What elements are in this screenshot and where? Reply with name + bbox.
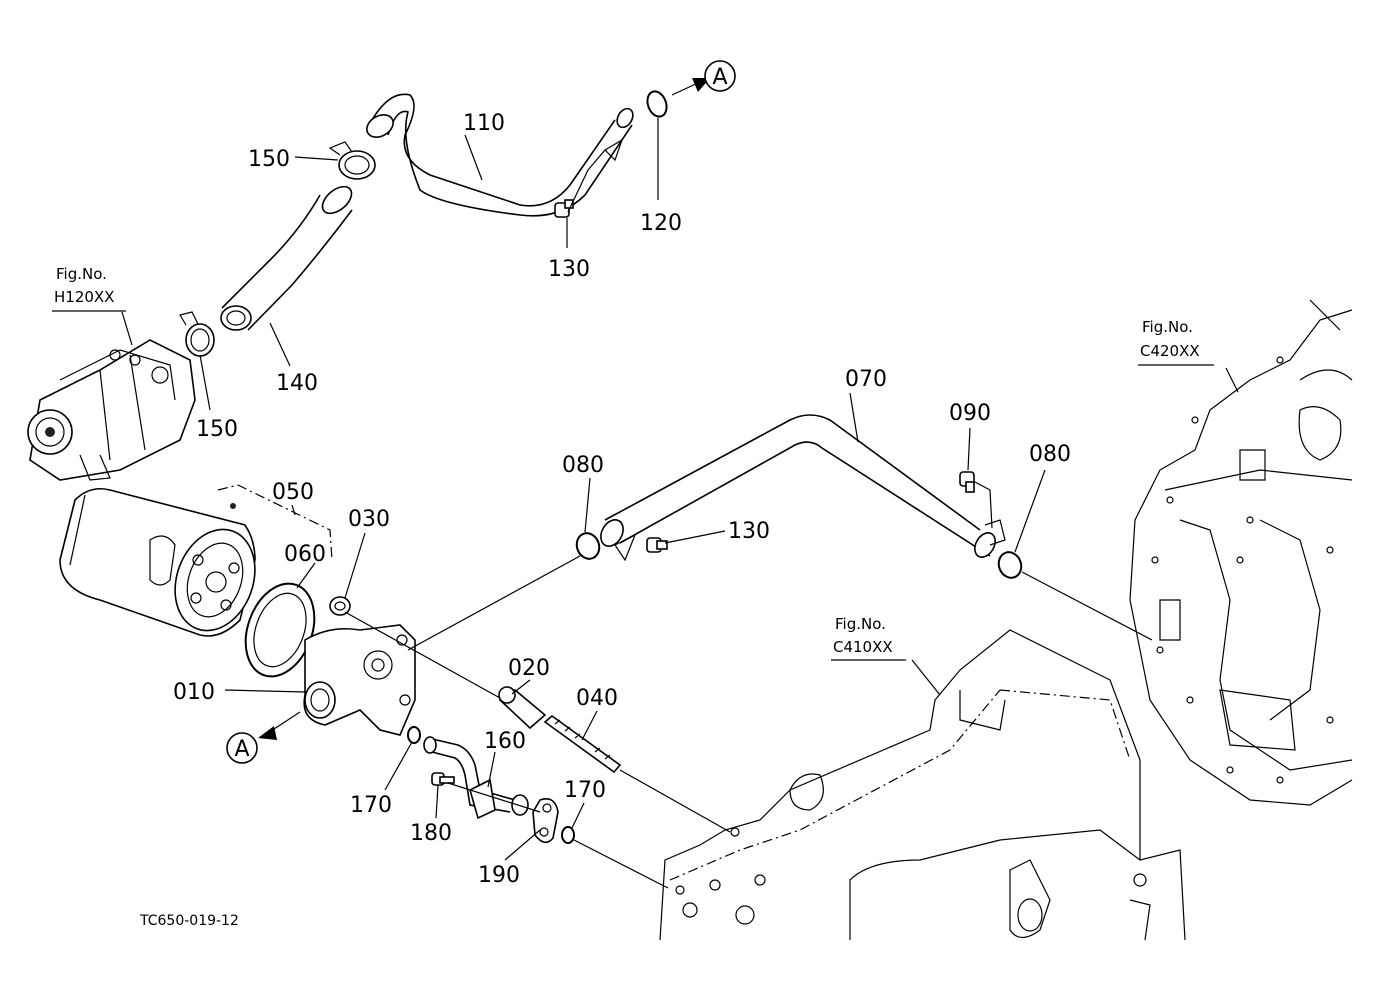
part-label-080-right: 080 [1029, 442, 1071, 467]
circle-marker-a-bottom-text: A [234, 737, 249, 762]
bolt-090 [959, 471, 975, 493]
filter-head-010-illustration [303, 624, 416, 736]
part-label-010: 010 [173, 680, 215, 705]
pipe-070-illustration [600, 414, 1006, 562]
part-label-160: 160 [484, 729, 526, 754]
pipe-160-illustration [423, 736, 529, 820]
circle-marker-a-bottom: A [226, 732, 258, 764]
part-label-130-upper: 130 [548, 257, 590, 282]
part-label-050: 050 [272, 480, 314, 505]
part-label-110: 110 [463, 111, 505, 136]
part-label-140: 140 [276, 371, 318, 396]
bolt-130-lower [646, 537, 668, 553]
fig-ref-c410-label: Fig.No. [835, 615, 886, 633]
o-ring-080-right [997, 551, 1023, 579]
hydraulic-pump-illustration [27, 339, 196, 481]
part-label-020: 020 [508, 656, 550, 681]
part-label-190: 190 [478, 863, 520, 888]
drawing-code: TC650-019-12 [139, 913, 239, 929]
collar-020 [498, 686, 547, 730]
oil-filter-050-illustration [59, 487, 256, 637]
part-label-080-left: 080 [562, 453, 604, 478]
gasket-190 [532, 798, 559, 844]
part-label-150-upper: 150 [248, 147, 290, 172]
fig-ref-h120-label: Fig.No. [56, 265, 107, 283]
part-label-070: 070 [845, 367, 887, 392]
hose-140-illustration [220, 185, 353, 331]
o-ring-170-right [561, 826, 575, 844]
part-label-130-lower: 130 [728, 519, 770, 544]
nut-030 [329, 596, 351, 616]
fig-ref-c420-code: C420XX [1140, 342, 1200, 360]
hose-clamp-lower [179, 311, 215, 357]
fig-ref-h120-code: H120XX [54, 288, 114, 306]
fig-ref-c410: Fig.No. C410XX [831, 615, 906, 661]
part-label-120: 120 [640, 211, 682, 236]
fig-ref-h120: Fig.No. H120XX [52, 265, 126, 312]
assembly-lines [344, 149, 1153, 889]
circle-marker-a-top: A [704, 60, 736, 92]
part-label-060: 060 [284, 542, 326, 567]
o-ring-120 [646, 90, 668, 118]
bolt-180 [431, 772, 455, 786]
part-label-180: 180 [410, 821, 452, 846]
part-label-040: 040 [576, 686, 618, 711]
stud-040 [543, 714, 622, 774]
housing-c420-illustration [1129, 299, 1353, 806]
pipe-110-illustration [366, 93, 634, 217]
part-label-170-right: 170 [564, 778, 606, 803]
hose-clamp-upper [328, 141, 376, 180]
part-label-090: 090 [949, 401, 991, 426]
leader-lines [121, 118, 1239, 861]
transmission-case-c410-illustration [659, 629, 1186, 941]
part-label-030: 030 [348, 507, 390, 532]
circle-marker-a-top-text: A [712, 65, 727, 90]
o-ring-080-left [575, 532, 601, 560]
fig-ref-c420: Fig.No. C420XX [1138, 318, 1214, 366]
part-label-170-left: 170 [350, 793, 392, 818]
fig-ref-c420-label: Fig.No. [1142, 318, 1193, 336]
part-label-150-lower: 150 [196, 417, 238, 442]
fig-ref-c410-code: C410XX [833, 638, 893, 656]
o-ring-170-left [407, 726, 421, 744]
